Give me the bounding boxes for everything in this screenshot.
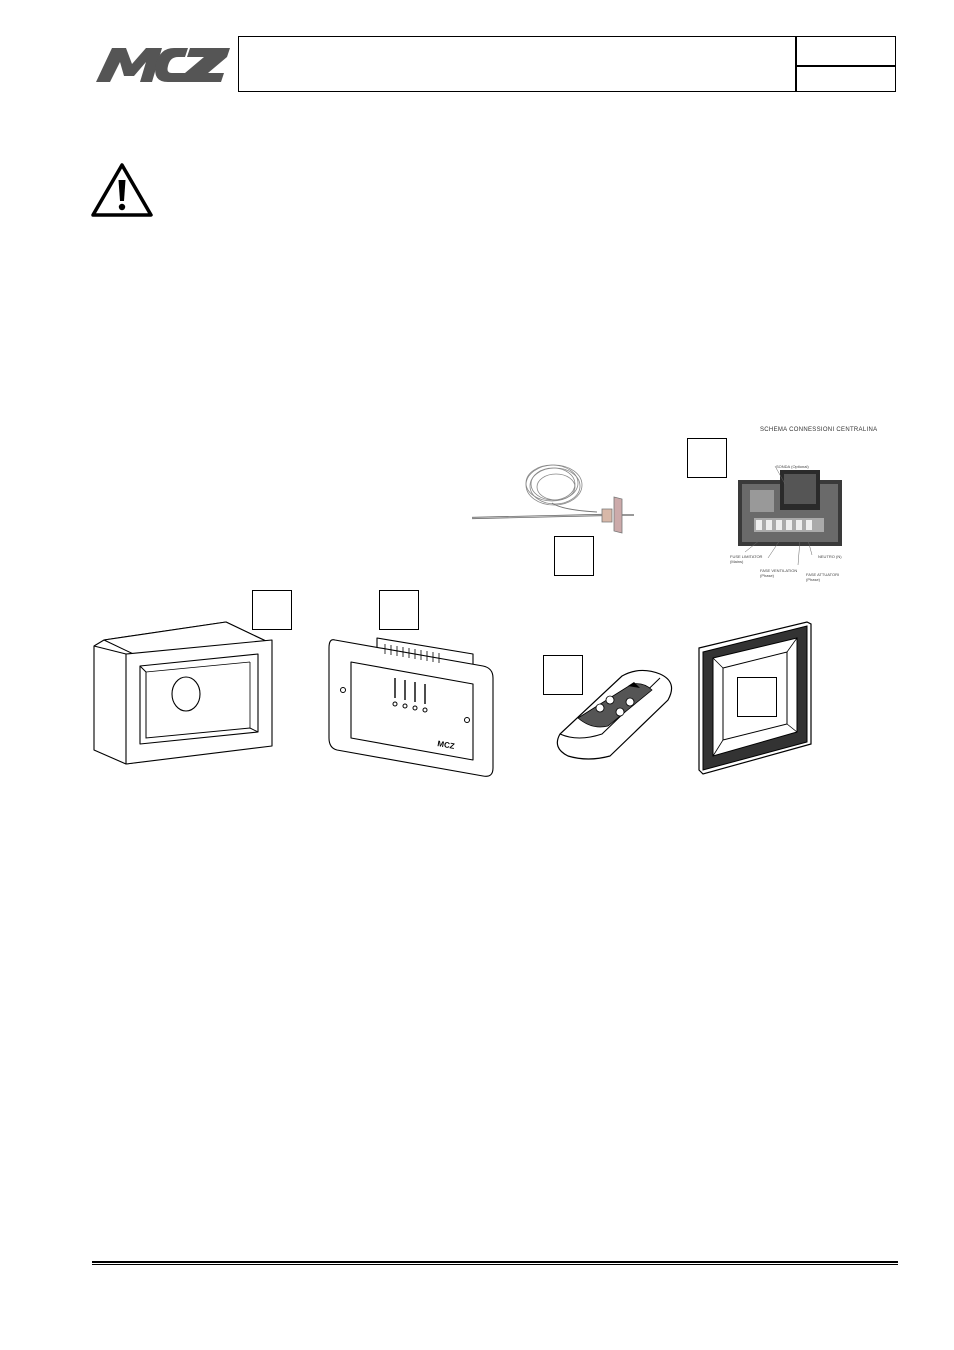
board-label-fuse: FUSE LIMITATOR (Mains) — [730, 554, 763, 564]
temperature-probe-illustration — [471, 464, 634, 534]
header-divider — [795, 36, 797, 92]
warning-triangle-icon — [91, 163, 153, 217]
svg-text:MCZ: MCZ — [437, 739, 456, 751]
callout-box-case — [252, 590, 292, 630]
board-label-fase-attuatori: FASE ATTUATORI (Phase) — [806, 572, 840, 582]
control-board-illustration — [738, 465, 842, 566]
board-label-neutro: NEUTRO (N) — [818, 554, 842, 559]
header-box — [238, 36, 896, 92]
callout-box-panel — [379, 590, 419, 630]
board-diagram-title: SCHEMA CONNESSIONI CENTRALINA — [760, 427, 878, 433]
callout-box-remote — [543, 655, 583, 695]
header-page-line — [795, 65, 896, 67]
callout-box-frame — [737, 677, 777, 717]
callout-box-sensor — [554, 536, 594, 576]
board-label-sonda: SONDA (Optional) — [776, 464, 809, 469]
control-panel-illustration: MCZ — [328, 637, 494, 777]
callout-box-board — [687, 438, 727, 478]
footer-rule — [92, 1261, 898, 1263]
board-label-ventilation: FASE VENTILATION (Phase) — [760, 568, 798, 578]
wall-box-illustration — [93, 621, 273, 765]
mcz-logo — [96, 48, 230, 82]
remote-control-illustration — [556, 669, 673, 760]
footer-rule-thin — [92, 1264, 898, 1265]
